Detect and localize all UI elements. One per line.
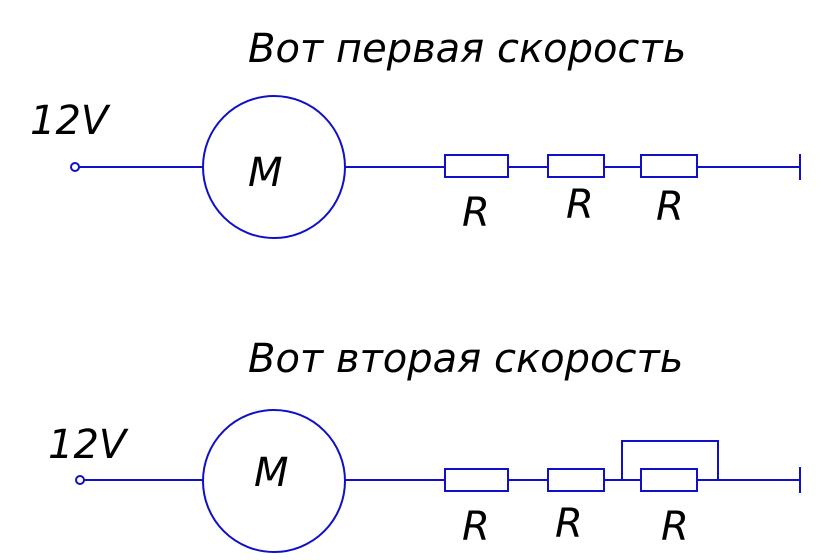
resistor-1: [444, 468, 509, 492]
motor-label: M: [254, 450, 289, 496]
circuit-second-speed: Вот вторая скорость 12V M R R R: [48, 336, 801, 553]
circuit-first-speed: Вот первая скорость 12V M R R R: [30, 26, 801, 239]
resistor-1: [444, 154, 509, 178]
resistor-2: [547, 468, 605, 492]
input-terminal: [75, 475, 85, 485]
circuit-title: Вот первая скорость: [248, 26, 686, 72]
circuit-title: Вот вторая скорость: [248, 336, 683, 382]
resistor-3: [640, 154, 698, 178]
resistor-3-label: R: [656, 184, 684, 230]
resistor-3-label: R: [661, 504, 689, 550]
input-terminal: [70, 162, 80, 172]
motor-label: M: [248, 150, 283, 196]
voltage-label: 12V: [48, 422, 129, 468]
resistor-1-label: R: [462, 190, 490, 236]
resistor-1-label: R: [462, 504, 490, 550]
resistor-2-label: R: [566, 182, 594, 228]
resistor-3: [640, 468, 698, 492]
resistor-2-label: R: [555, 501, 583, 547]
bypass-wire: [621, 440, 719, 480]
voltage-label: 12V: [30, 98, 111, 144]
resistor-2: [547, 154, 605, 178]
